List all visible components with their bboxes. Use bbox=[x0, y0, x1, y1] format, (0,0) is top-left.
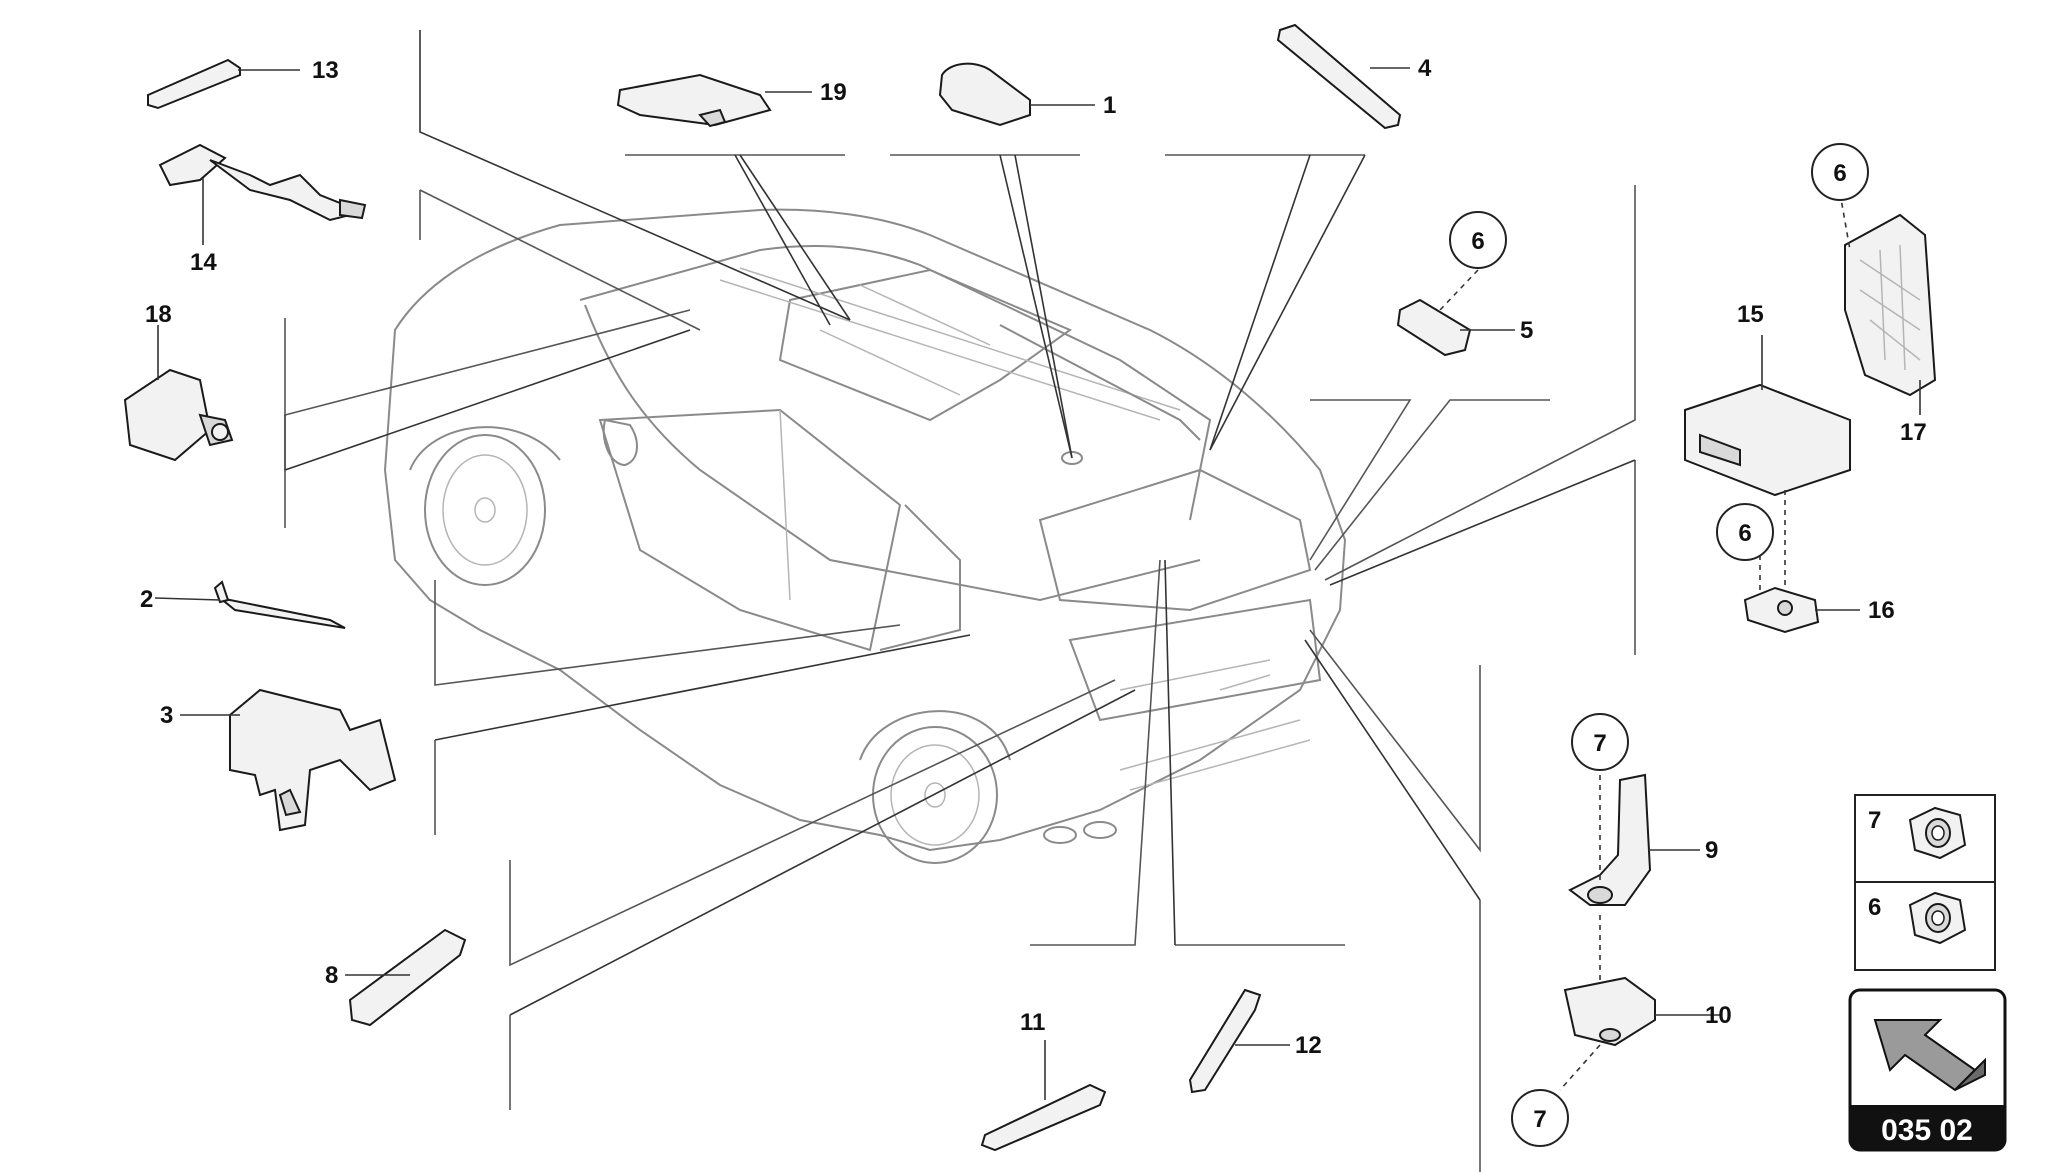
part-19-receiver-unit bbox=[616, 73, 812, 128]
callout-12: 12 bbox=[1295, 1032, 1322, 1059]
callout-labels: 13 14 18 2 3 8 19 1 4 5 15 17 16 9 10 11… bbox=[140, 55, 1927, 1059]
suv-rear-perspective-icon bbox=[383, 208, 1347, 864]
callout-7-bottom: 7 bbox=[1533, 1106, 1546, 1133]
part-17-mounting-bracket bbox=[1839, 192, 1937, 415]
part-5-connector bbox=[1396, 269, 1515, 357]
callout-16: 16 bbox=[1868, 597, 1895, 624]
circled-callouts: 6 6 6 7 7 bbox=[1449, 143, 1869, 1147]
legend-item-7-label: 7 bbox=[1868, 807, 1881, 834]
callout-8: 8 bbox=[325, 962, 338, 989]
callout-3: 3 bbox=[160, 702, 173, 729]
part-13-trim-cover bbox=[147, 58, 300, 110]
callout-10: 10 bbox=[1705, 1002, 1732, 1029]
leader-lines bbox=[284, 30, 1636, 1172]
part-11-amplifier bbox=[980, 1040, 1107, 1152]
part-8-antenna-amplifier bbox=[345, 928, 467, 1027]
nut-icon bbox=[1908, 806, 1967, 860]
page-code-box: 035 02 bbox=[1848, 988, 2007, 1152]
callout-4: 4 bbox=[1418, 55, 1432, 82]
callout-7-top: 7 bbox=[1593, 730, 1606, 757]
callout-11: 11 bbox=[1020, 1009, 1045, 1036]
callout-18: 18 bbox=[145, 301, 172, 328]
part-3-bracket bbox=[180, 688, 397, 832]
callout-5: 5 bbox=[1520, 317, 1533, 344]
part-2-antenna-strip bbox=[154, 580, 346, 629]
callout-9: 9 bbox=[1705, 837, 1718, 864]
callout-2: 2 bbox=[140, 586, 153, 613]
part-9-antenna-bracket bbox=[1568, 773, 1700, 906]
callout-13: 13 bbox=[312, 57, 339, 84]
part-12-amplifier bbox=[1188, 988, 1290, 1094]
part-15-control-unit bbox=[1684, 335, 1851, 590]
page-code: 035 02 bbox=[1881, 1114, 1973, 1147]
callout-6-bracket: 6 bbox=[1833, 160, 1846, 187]
nut-icon bbox=[1908, 891, 1967, 945]
callout-17: 17 bbox=[1900, 419, 1927, 446]
part-1-roof-antenna bbox=[938, 62, 1095, 127]
callout-1: 1 bbox=[1103, 92, 1116, 119]
callout-19: 19 bbox=[820, 79, 847, 106]
callout-6-control-unit: 6 bbox=[1738, 520, 1751, 547]
legend-item-6-label: 6 bbox=[1868, 894, 1881, 921]
part-18-control-module bbox=[123, 325, 234, 462]
part-4-amplifier bbox=[1276, 23, 1410, 130]
callout-15: 15 bbox=[1737, 301, 1764, 328]
fastener-legend: 7 6 bbox=[1854, 794, 1996, 971]
part-10-antenna-base bbox=[1559, 915, 1720, 1091]
arrow-orientation-icon bbox=[1873, 1019, 1986, 1092]
part-16-cover-cap bbox=[1743, 555, 1860, 634]
part-14-cable-harness bbox=[158, 143, 367, 245]
callout-14: 14 bbox=[190, 249, 217, 276]
callout-6-connector: 6 bbox=[1471, 228, 1484, 255]
